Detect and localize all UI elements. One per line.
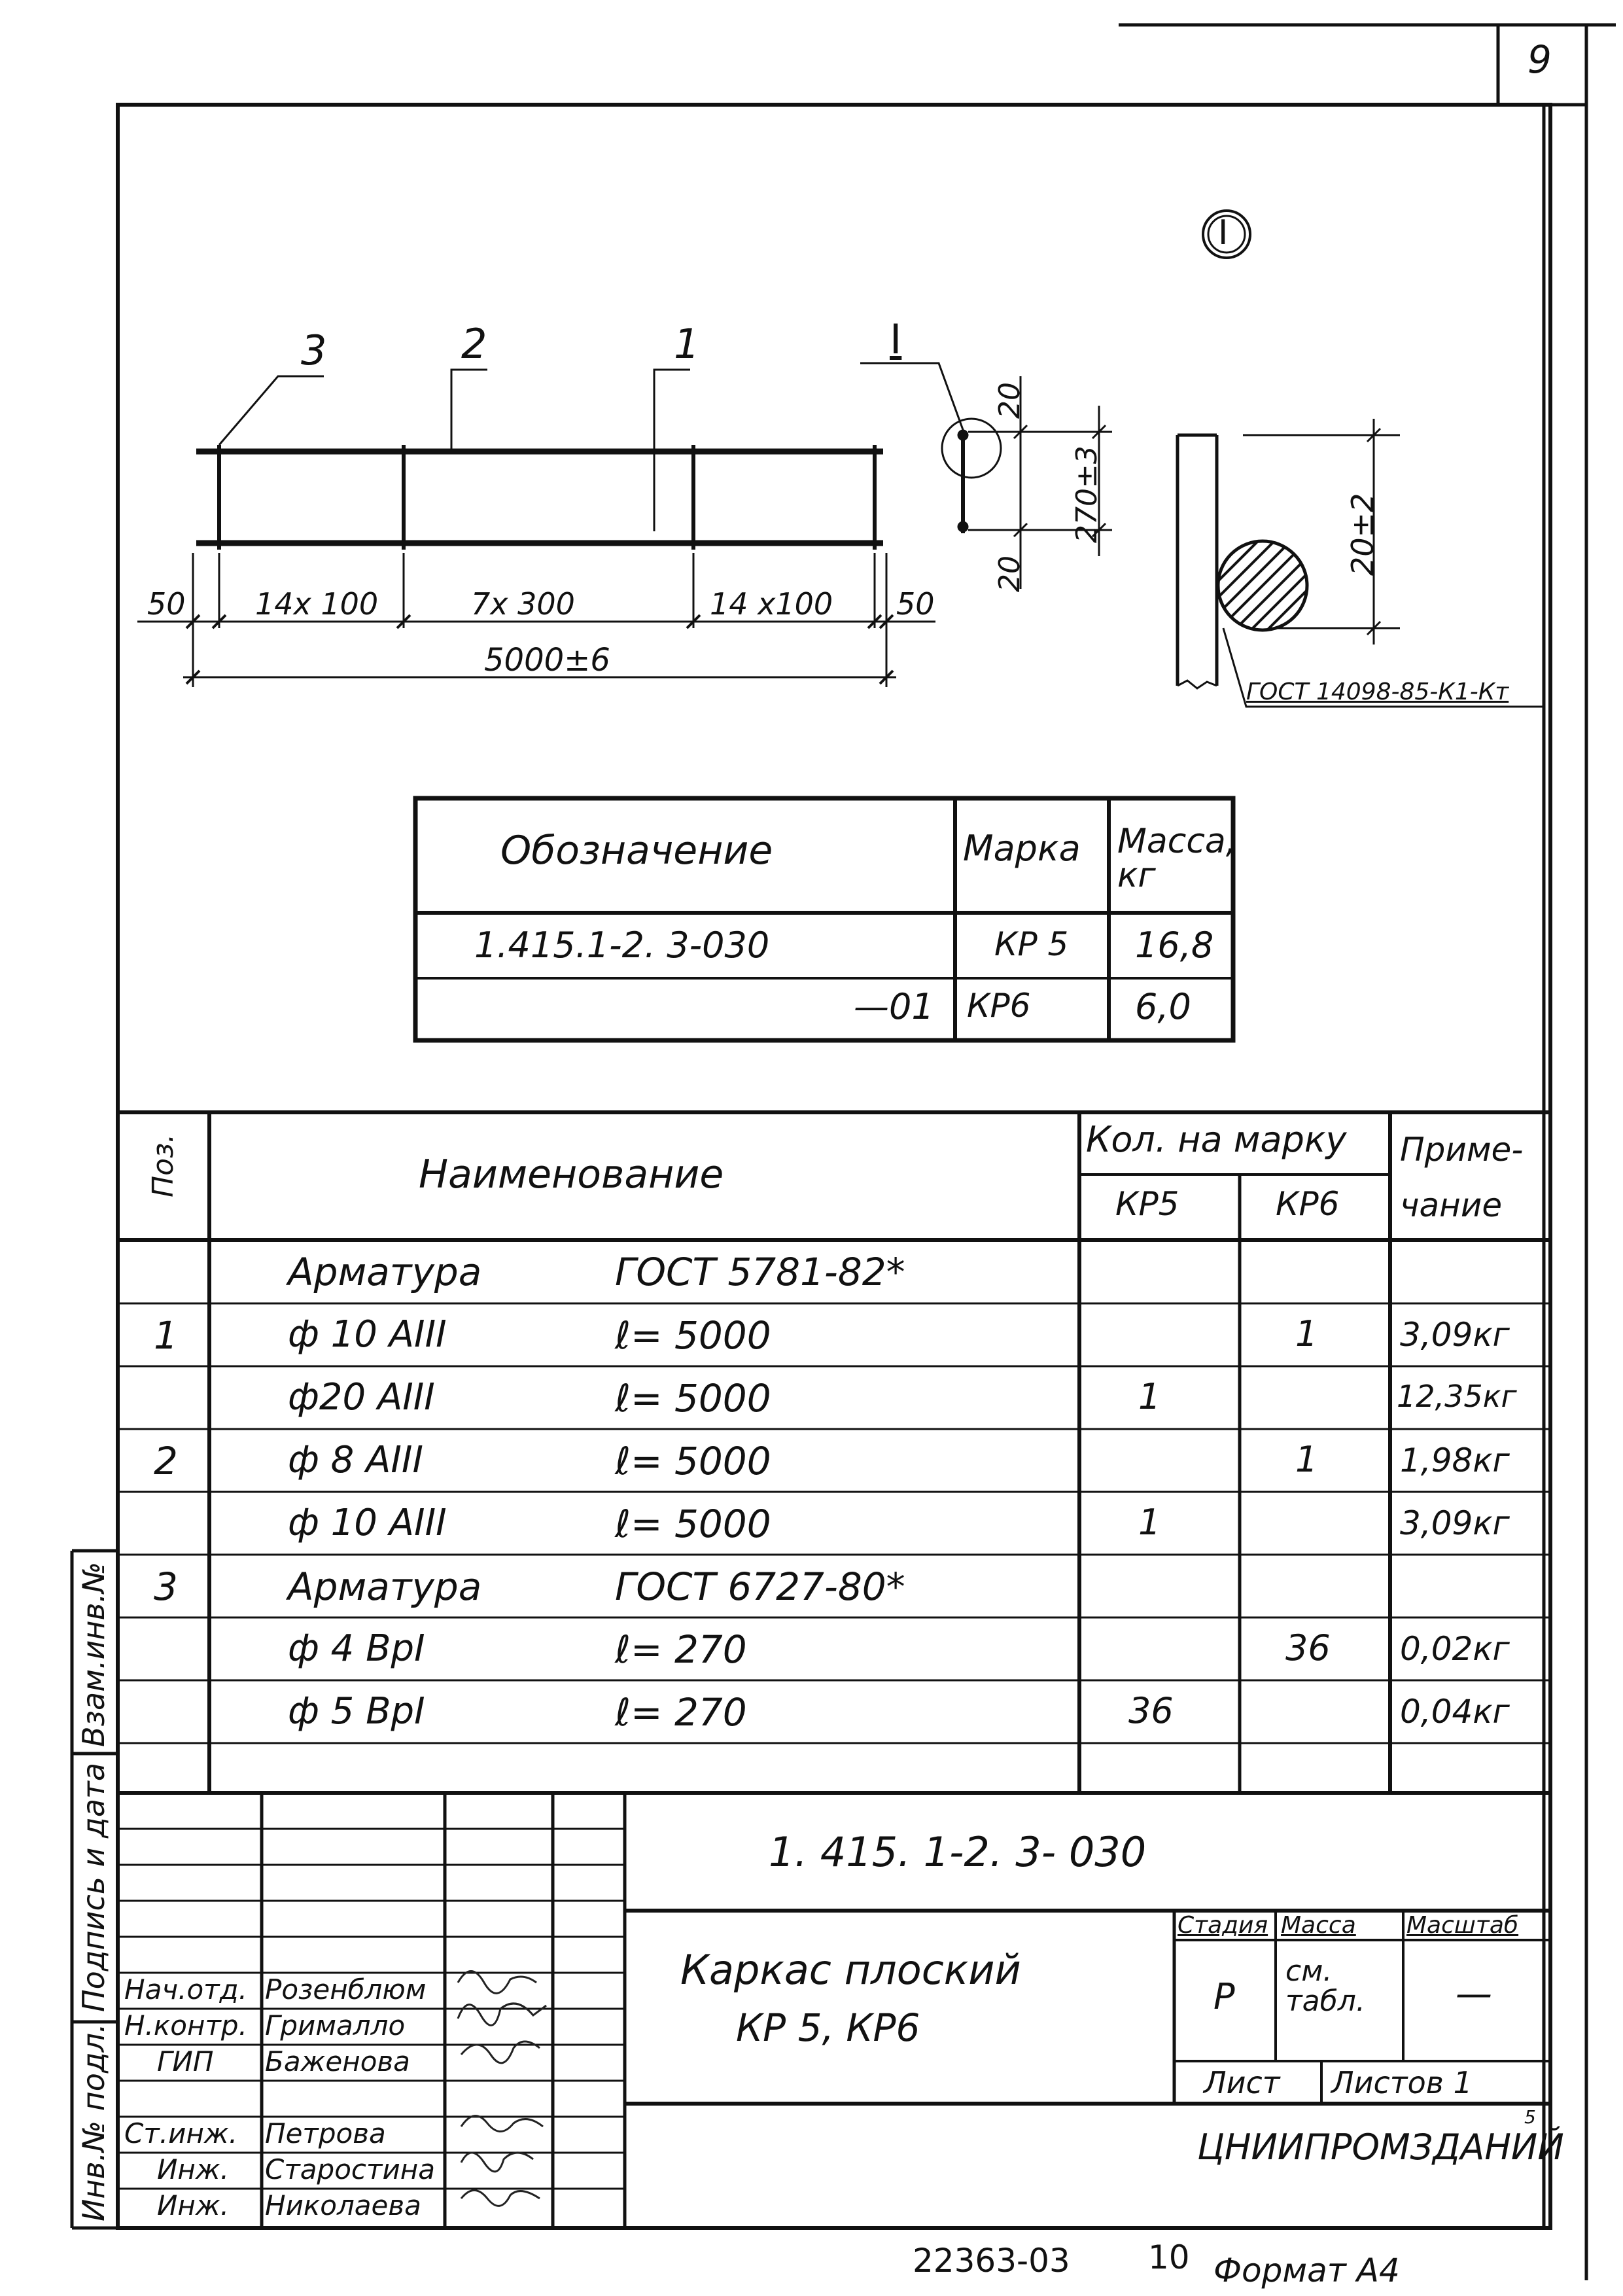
person-role: Н.контр.: [124, 2009, 247, 2041]
drawing-title: Каркас плоский: [680, 1946, 1021, 1994]
spec-header-note: Приме- чание: [1400, 1131, 1524, 1224]
spec-row-kp5: 36: [1128, 1690, 1174, 1731]
sheet-number: 9: [1527, 37, 1552, 82]
spec-row-name: ф 5 ВрI: [288, 1690, 425, 1733]
spec-row-note: 3,09кг: [1400, 1504, 1510, 1542]
stage-value: Р: [1213, 1976, 1235, 2017]
sheets-count: Листов 1: [1331, 2065, 1473, 2100]
dim-height: 270±3: [1070, 446, 1104, 543]
spec-header-name: Наименование: [419, 1152, 724, 1197]
spec-row-kp5: 1: [1138, 1376, 1161, 1417]
spec-row-note: 1,98кг: [1400, 1441, 1510, 1479]
weld-note: ГОСТ 14098-85-К1-Кт: [1246, 679, 1509, 705]
organization-superscript: 5: [1524, 2106, 1536, 2128]
person-role: Нач.отд.: [124, 1973, 248, 2005]
spec-row-name: ф 8 АIII: [288, 1439, 423, 1481]
spec-row-name: Арматура: [288, 1564, 482, 1609]
marks-row2-mass: 6,0: [1135, 986, 1191, 1027]
spec-row-kp5: 1: [1138, 1502, 1161, 1543]
spec-row-kp6: 1: [1295, 1439, 1318, 1480]
dim-seg1: 14x 100: [255, 586, 379, 622]
dim-left-end: 50: [147, 586, 186, 622]
dim-top-offset: 20: [993, 382, 1026, 419]
spec-row-name: ф 10 АIII: [288, 1313, 447, 1356]
spec-header-kp5: КР5: [1115, 1185, 1179, 1223]
spec-row-kp6: 1: [1295, 1313, 1318, 1354]
marks-row2-designation: —01: [854, 986, 934, 1027]
person-name: Баженова: [265, 2045, 410, 2077]
scale-value: —: [1456, 1973, 1492, 2015]
person-role: ГИП: [157, 2045, 214, 2077]
position-label-2: 2: [461, 320, 487, 368]
spec-row-note: 0,02кг: [1400, 1630, 1510, 1668]
marks-header-mark: Марка: [963, 828, 1081, 869]
person-name: Розенблюм: [265, 1973, 427, 2005]
mass-label: Масса: [1281, 1912, 1356, 1939]
position-label-1: 1: [674, 320, 700, 368]
dim-total: 5000±6: [484, 642, 610, 679]
person-name: Старостина: [265, 2153, 435, 2185]
spec-row-length: ℓ= 5000: [615, 1502, 771, 1546]
spec-row-length: ГОСТ 5781-82*: [615, 1250, 905, 1294]
marks-header-designation: Обозначение: [500, 828, 773, 874]
person-name: Николаева: [265, 2189, 421, 2221]
spec-header-kp6: КР6: [1276, 1185, 1340, 1223]
organization-name: ЦНИИПРОМЗДАНИЙ: [1197, 2127, 1564, 2168]
drawing-title-marks: КР 5, КР6: [736, 2005, 920, 2050]
person-role: Инж.: [157, 2153, 230, 2185]
spec-row-length: ℓ= 270: [615, 1627, 747, 1672]
section-label: I: [890, 315, 902, 363]
spec-row-name: ф 10 АIII: [288, 1502, 447, 1544]
spec-row-name: Арматура: [288, 1250, 482, 1294]
person-name: Петрова: [265, 2117, 386, 2149]
marks-row1-mass: 16,8: [1135, 925, 1214, 966]
mass-value: см. табл.: [1285, 1954, 1365, 2019]
position-label-3: 3: [301, 327, 327, 374]
dim-detail: 20±2: [1345, 493, 1380, 576]
spec-row-pos: 3: [154, 1564, 178, 1609]
footer-page: 10: [1148, 2238, 1190, 2276]
person-role: Ст.инж.: [124, 2117, 238, 2149]
spec-row-length: ℓ= 270: [615, 1690, 747, 1735]
spec-row-name: ф20 АIII: [288, 1376, 435, 1419]
spec-row-note: 0,04кг: [1400, 1693, 1510, 1731]
spec-row-note: 3,09кг: [1400, 1316, 1510, 1354]
side-stamp-signature-date: Подпись и дата: [76, 1762, 111, 2012]
spec-row-kp6: 36: [1285, 1627, 1331, 1669]
drawing-code: 1. 415. 1-2. 3- 030: [769, 1828, 1147, 1876]
person-name: Грималло: [265, 2009, 406, 2041]
spec-header-pos: Поз.: [147, 1133, 180, 1197]
dim-bottom-offset: 20: [993, 556, 1026, 592]
spec-row-length: ℓ= 5000: [615, 1439, 771, 1483]
spec-row-length: ГОСТ 6727-80*: [615, 1564, 905, 1609]
callout-node-label: I: [1218, 213, 1229, 253]
side-stamp-replace-inv: Взам.инв.№: [76, 1561, 111, 1747]
side-stamp-original-inv: Инв.№ подл.: [76, 2023, 111, 2221]
spec-row-name: ф 4 ВрI: [288, 1627, 425, 1670]
spec-row-note: 12,35кг: [1397, 1379, 1517, 1414]
marks-header-mass: Масса, кг: [1117, 822, 1237, 895]
spec-row-pos: 2: [154, 1439, 178, 1483]
dim-seg2: 7x 300: [471, 586, 575, 622]
marks-row1-mark: КР 5: [994, 925, 1069, 963]
spec-row-pos: 1: [154, 1313, 178, 1358]
spec-row-length: ℓ= 5000: [615, 1376, 771, 1421]
marks-row1-designation: 1.415.1-2. 3-030: [474, 925, 770, 966]
sheet-label: Лист: [1204, 2065, 1280, 2100]
dim-seg3: 14 x100: [710, 586, 833, 622]
footer-code: 22363-03: [913, 2242, 1070, 2280]
spec-row-length: ℓ= 5000: [615, 1313, 771, 1358]
footer-format: Формат А4: [1213, 2252, 1400, 2289]
scale-label: Масштаб: [1406, 1912, 1519, 1939]
dim-right-end: 50: [896, 586, 935, 622]
marks-row2-mark: КР6: [967, 987, 1031, 1025]
person-role: Инж.: [157, 2189, 230, 2221]
spec-header-qty: Кол. на марку: [1086, 1119, 1347, 1160]
stage-label: Стадия: [1178, 1912, 1268, 1939]
